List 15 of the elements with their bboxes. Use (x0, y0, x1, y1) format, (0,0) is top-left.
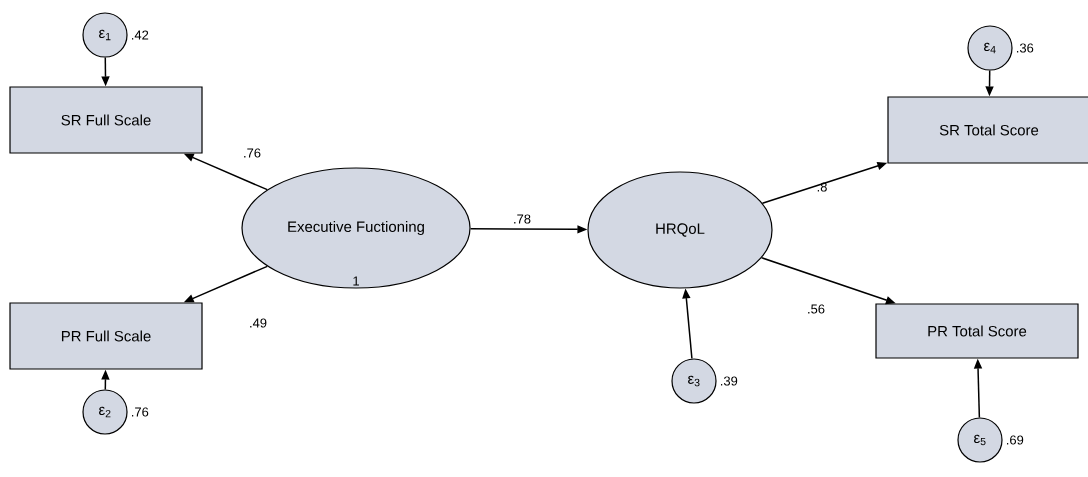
variance-label: .69 (1007, 435, 1024, 445)
constraint-label: 1 (353, 276, 359, 286)
edge-label: .49 (250, 318, 267, 328)
variance-label: .36 (1017, 43, 1034, 53)
edge-label: .56 (808, 304, 825, 314)
variance-label: .76 (132, 407, 149, 417)
measured-variable-box: PR Full Scale (9, 302, 203, 370)
measured-variable-box: PR Total Score (875, 303, 1079, 359)
variance-label: .42 (132, 30, 149, 40)
edge-label: .78 (514, 214, 531, 224)
measured-variable-box: SR Full Scale (9, 86, 203, 154)
edge-label: .8 (817, 182, 827, 192)
edge-label: .76 (244, 148, 261, 158)
measured-variable-box: SR Total Score (887, 96, 1088, 164)
variance-label: .39 (721, 376, 738, 386)
